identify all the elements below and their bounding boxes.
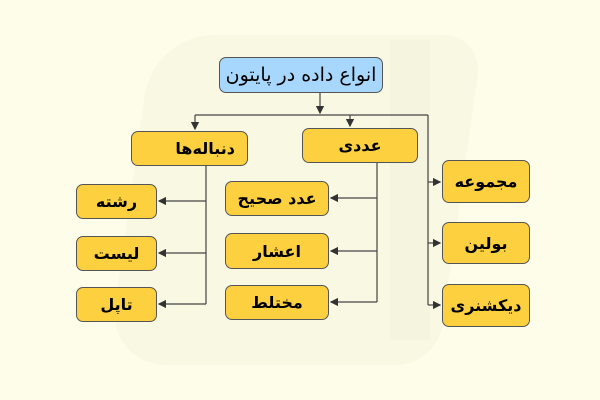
node-integer: عدد صحیح <box>225 181 329 216</box>
node-numeric: عددی <box>302 128 418 163</box>
node-string: رشته <box>76 184 157 219</box>
node-tuple: تاپل <box>76 287 157 322</box>
node-boolean: بولین <box>442 222 530 264</box>
node-dictionary: دیکشنری <box>442 284 530 327</box>
watermark-stripe <box>390 40 430 340</box>
node-complex: مختلط <box>225 285 329 320</box>
node-float: اعشار <box>225 233 329 269</box>
node-list: لیست <box>76 236 157 271</box>
root-node: انواع داده در پایتون <box>219 57 383 93</box>
node-sequences: دنباله‌ها <box>131 131 248 166</box>
node-set: مجموعه <box>442 160 530 203</box>
